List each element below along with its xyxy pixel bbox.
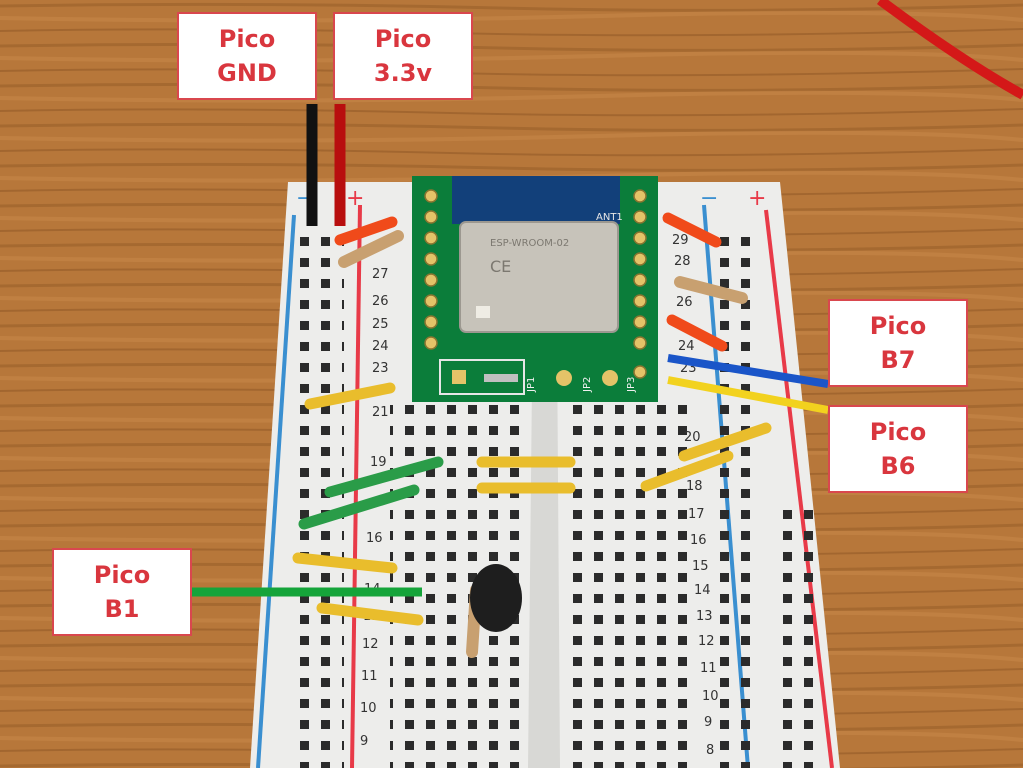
row-number: 19 [370, 455, 387, 470]
wire-b6 [667, 376, 829, 414]
callout-line1: Pico [218, 25, 276, 53]
callout-line1: Pico [869, 418, 927, 446]
green-jumpers [298, 456, 444, 530]
callout-line1: Pico [869, 312, 927, 340]
row-number: 21 [372, 405, 389, 420]
row-number: 16 [366, 531, 383, 546]
row-number: 12 [698, 634, 715, 649]
row-numbers-left: 27 26 25 24 23 21 19 16 14 13 12 11 10 9 [360, 267, 389, 749]
callout-line1: Pico [93, 561, 151, 589]
orange-jumpers [334, 212, 728, 352]
chip-marking: ESP-WROOM-02 [490, 238, 569, 249]
row-number: 29 [672, 233, 689, 248]
row-number: 9 [704, 715, 712, 730]
module-pins-right [633, 189, 647, 379]
holes-right-rail [718, 225, 762, 768]
jp3-label: JP3 [626, 377, 637, 393]
row-number: 25 [372, 317, 389, 332]
callout-pico-b7: Pico B7 [828, 299, 968, 387]
row-number: 28 [674, 254, 691, 269]
rail-minus-right: − [700, 186, 718, 211]
jp1-label: JP1 [526, 377, 537, 393]
callout-line2: B1 [104, 595, 140, 623]
row-number: 24 [678, 339, 695, 354]
jp2-label: JP2 [582, 377, 593, 393]
right-rail-red [764, 209, 834, 768]
row-number: 10 [702, 689, 719, 704]
ant-label: ANT1 [596, 212, 623, 223]
holes-right-rail-outer [775, 500, 819, 768]
row-number: 27 [372, 267, 389, 282]
row-number: 10 [360, 701, 377, 716]
row-number: 16 [690, 533, 707, 548]
row-number: 23 [372, 361, 389, 376]
callout-line1: Pico [374, 25, 432, 53]
rail-plus-right: + [748, 186, 766, 211]
rail-plus-left: + [346, 186, 364, 211]
callout-pico-gnd: Pico GND [177, 12, 317, 100]
row-number: 24 [372, 339, 389, 354]
row-number: 11 [361, 669, 378, 684]
callout-pico-3v3: Pico 3.3v [333, 12, 473, 100]
wire-b7 [667, 354, 829, 388]
row-number: 13 [696, 609, 713, 624]
row-number: 20 [684, 430, 701, 445]
holes-right-terminal [562, 395, 692, 768]
row-number: 11 [700, 661, 717, 676]
temperature-sensor-icon [470, 564, 522, 632]
row-number: 14 [694, 583, 711, 598]
row-number: 8 [706, 743, 714, 758]
red-cable [877, 0, 1023, 100]
row-number: 12 [362, 637, 379, 652]
esp-chip-shield [459, 221, 619, 333]
row-number: 26 [372, 294, 389, 309]
jumper-pads [439, 359, 618, 395]
holes-left-rail [300, 225, 344, 768]
callout-pico-b6: Pico B6 [828, 405, 968, 493]
callout-line2: B7 [880, 346, 916, 374]
callout-line2: 3.3v [373, 59, 433, 87]
callout-pico-b1: Pico B1 [52, 548, 192, 636]
callout-line2: B6 [880, 452, 916, 480]
module-pins-left [424, 189, 438, 350]
callout-line2: GND [217, 59, 277, 87]
yellow-jumpers [292, 382, 772, 626]
row-numbers-right: 29 28 26 24 23 20 18 17 16 15 14 13 12 1… [672, 233, 719, 758]
row-number: 15 [692, 559, 709, 574]
ce-mark: CE [490, 257, 511, 276]
row-number: 26 [676, 295, 693, 310]
row-number: 9 [360, 734, 368, 749]
row-number: 17 [688, 507, 705, 522]
antenna-area [452, 176, 620, 224]
chip-dot [476, 306, 490, 318]
row-number: 18 [686, 479, 703, 494]
left-rail-blue [256, 214, 296, 768]
